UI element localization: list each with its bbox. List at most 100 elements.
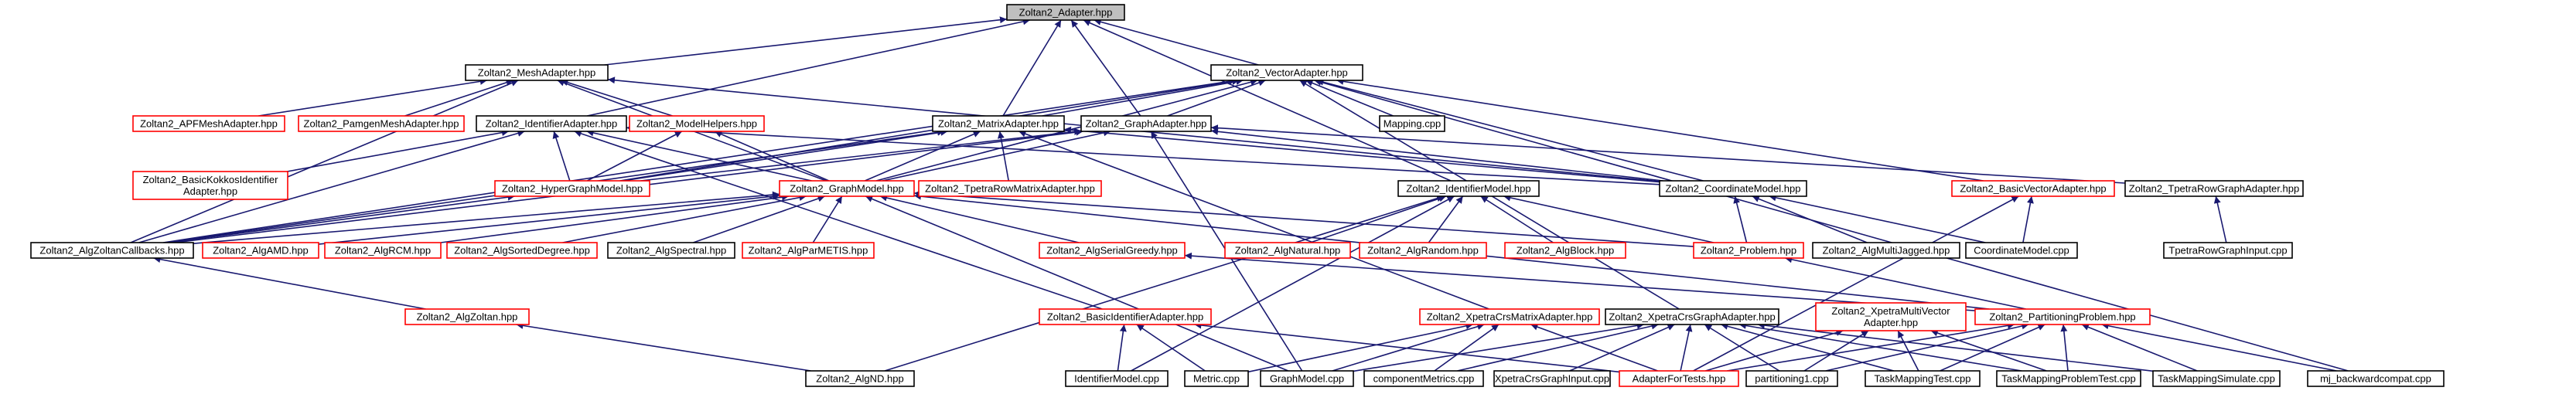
node-tpetra-row-graph-input-cpp[interactable]: TpetraRowGraphInput.cpp: [2163, 242, 2293, 259]
edge-hypergraph_model-to-graph_adapter: [640, 128, 1082, 182]
svg-text:Zoltan2_IdentifierAdapter.hpp: Zoltan2_IdentifierAdapter.hpp: [486, 118, 618, 130]
node-task-mapping-problem-test-cpp[interactable]: TaskMappingProblemTest.cpp: [1996, 370, 2141, 387]
node-metric-cpp[interactable]: Metric.cpp: [1184, 370, 1249, 387]
edge-coordinate_model_cpp-to-basic_vector_adapter: [2022, 195, 2034, 243]
edge-alg_zoltan_callbacks-to-vector_adapter: [162, 77, 1237, 243]
node-adapter[interactable]: Zoltan2_Adapter.hpp: [1006, 4, 1125, 21]
node-model-helpers[interactable]: Zoltan2_ModelHelpers.hpp: [629, 115, 765, 132]
node-alg-amd[interactable]: Zoltan2_AlgAMD.hpp: [202, 242, 319, 259]
edge-xpetra_crs_matrix_adapter-to-matrix_adapter: [1018, 130, 1489, 310]
edge-alg_spectral-to-graph_model: [693, 195, 825, 243]
node-xpetra-crs-graph-input-cpp[interactable]: XpetraCrsGraphInput.cpp: [1493, 370, 1611, 387]
node-tpetra-row-matrix-adapter[interactable]: Zoltan2_TpetraRowMatrixAdapter.hpp: [918, 180, 1102, 197]
svg-text:Zoltan2_GraphModel.hpp: Zoltan2_GraphModel.hpp: [790, 183, 903, 195]
svg-text:Zoltan2_Adapter.hpp: Zoltan2_Adapter.hpp: [1019, 7, 1113, 19]
node-alg-rcm[interactable]: Zoltan2_AlgRCM.hpp: [324, 242, 442, 259]
node-mesh-adapter[interactable]: Zoltan2_MeshAdapter.hpp: [465, 64, 609, 81]
edge-hypergraph_model-to-model_helpers: [586, 131, 683, 182]
edge-coordinate_model-to-identifier_adapter: [626, 124, 1660, 185]
svg-text:Zoltan2_TpetraRowMatrixAdapter: Zoltan2_TpetraRowMatrixAdapter.hpp: [925, 183, 1095, 195]
svg-text:Zoltan2_AlgZoltan.hpp: Zoltan2_AlgZoltan.hpp: [417, 311, 518, 323]
node-tpetra-row-graph-adapter[interactable]: Zoltan2_TpetraRowGraphAdapter.hpp: [2124, 180, 2304, 197]
node-identifier-model-cpp[interactable]: IdentifierModel.cpp: [1065, 370, 1169, 387]
node-pamgen-mesh-adapter[interactable]: Zoltan2_PamgenMeshAdapter.hpp: [298, 115, 465, 132]
edge-coordinate_model-to-graph_adapter: [1210, 127, 1663, 182]
edge-coordinate_model-to-vector_adapter: [1316, 78, 1704, 182]
edge-task_mapping_test_cpp-to-xpetra_crs_graph_adapter: [1721, 322, 1895, 372]
node-adapter-for-tests[interactable]: AdapterForTests.hpp: [1619, 370, 1739, 387]
node-graph-model-cpp[interactable]: GraphModel.cpp: [1260, 370, 1354, 387]
node-mj-backwardcompat-cpp[interactable]: mj_backwardcompat.cpp: [2307, 370, 2445, 387]
svg-text:Zoltan2_PartitioningProblem.hp: Zoltan2_PartitioningProblem.hpp: [1989, 311, 2135, 323]
node-hypergraph-model[interactable]: Zoltan2_HyperGraphModel.hpp: [494, 180, 650, 197]
edge-identifier_model_cpp-to-basic_identifier_adapter: [1117, 324, 1127, 372]
node-alg-zoltan[interactable]: Zoltan2_AlgZoltan.hpp: [404, 308, 530, 325]
svg-text:Zoltan2_MatrixAdapter.hpp: Zoltan2_MatrixAdapter.hpp: [938, 118, 1059, 130]
svg-text:Zoltan2_XpetraCrsGraphAdapter.: Zoltan2_XpetraCrsGraphAdapter.hpp: [1609, 311, 1775, 323]
node-graph-adapter[interactable]: Zoltan2_GraphAdapter.hpp: [1080, 115, 1212, 132]
svg-text:Mapping.cpp: Mapping.cpp: [1384, 118, 1441, 130]
edge-graph_model-to-identifier_adapter: [586, 129, 812, 182]
node-basic-identifier-adapter[interactable]: Zoltan2_BasicIdentifierAdapter.hpp: [1039, 308, 1212, 325]
svg-text:Zoltan2_APFMeshAdapter.hpp: Zoltan2_APFMeshAdapter.hpp: [140, 118, 278, 130]
edge-alg_parmetis-to-graph_model: [812, 195, 843, 243]
dependency-edges: [130, 16, 2349, 373]
node-task-mapping-simulate-cpp[interactable]: TaskMappingSimulate.cpp: [2152, 370, 2281, 387]
svg-text:Zoltan2_AlgSerialGreedy.hpp: Zoltan2_AlgSerialGreedy.hpp: [1046, 245, 1178, 257]
svg-text:Zoltan2_ModelHelpers.hpp: Zoltan2_ModelHelpers.hpp: [636, 118, 757, 130]
node-matrix-adapter[interactable]: Zoltan2_MatrixAdapter.hpp: [932, 115, 1065, 132]
node-coordinate-model[interactable]: Zoltan2_CoordinateModel.hpp: [1659, 180, 1807, 197]
edge-matrix_adapter-to-adapter: [1002, 19, 1062, 117]
node-alg-parmetis[interactable]: Zoltan2_AlgParMETIS.hpp: [742, 242, 875, 259]
node-problem[interactable]: Zoltan2_Problem.hpp: [1693, 242, 1804, 259]
edge-xpetra_crs_graph_input_cpp-to-xpetra_crs_graph_adapter: [1569, 324, 1675, 372]
node-alg-sorted-degree[interactable]: Zoltan2_AlgSortedDegree.hpp: [446, 242, 598, 259]
node-identifier-model[interactable]: Zoltan2_IdentifierModel.hpp: [1397, 180, 1540, 197]
edge-adapter_for_tests-to-xpetra_crs_matrix_adapter: [1530, 323, 1658, 372]
node-alg-spectral[interactable]: Zoltan2_AlgSpectral.hpp: [607, 242, 735, 259]
node-apf-mesh-adapter[interactable]: Zoltan2_APFMeshAdapter.hpp: [132, 115, 285, 132]
node-task-mapping-test-cpp[interactable]: TaskMappingTest.cpp: [1865, 370, 1981, 387]
edge-alg_natural-to-identifier_model: [1310, 195, 1447, 243]
svg-text:GraphModel.cpp: GraphModel.cpp: [1270, 373, 1344, 385]
svg-text:Metric.cpp: Metric.cpp: [1193, 373, 1240, 385]
edge-metric_cpp-to-xpetra_crs_matrix_adapter: [1247, 322, 1473, 373]
node-alg-serial-greedy[interactable]: Zoltan2_AlgSerialGreedy.hpp: [1039, 242, 1186, 259]
edge-task_mapping_problem_test_cpp-to-xpetra_multi_vector_adapter: [1930, 329, 2047, 372]
edge-alg_nd-to-alg_zoltan: [516, 321, 811, 372]
svg-text:Zoltan2_AlgNatural.hpp: Zoltan2_AlgNatural.hpp: [1235, 245, 1341, 257]
edge-task_mapping_simulate_cpp-to-partitioning_problem: [2081, 324, 2198, 372]
node-alg-nd[interactable]: Zoltan2_AlgND.hpp: [805, 370, 915, 387]
node-graph-model[interactable]: Zoltan2_GraphModel.hpp: [779, 180, 915, 197]
node-xpetra-crs-matrix-adapter[interactable]: Zoltan2_XpetraCrsMatrixAdapter.hpp: [1419, 308, 1600, 325]
edge-graph_adapter-to-vector_adapter: [1167, 79, 1266, 117]
edge-alg_zoltan_callbacks-to-mesh_adapter: [130, 80, 519, 243]
node-partitioning1-cpp[interactable]: partitioning1.cpp: [1745, 370, 1838, 387]
node-partitioning-problem[interactable]: Zoltan2_PartitioningProblem.hpp: [1974, 308, 2151, 325]
edge-graph_model-to-matrix_adapter: [864, 131, 981, 182]
node-mapping-cpp[interactable]: Mapping.cpp: [1379, 115, 1445, 132]
svg-text:Zoltan2_TpetraRowGraphAdapter.: Zoltan2_TpetraRowGraphAdapter.hpp: [2129, 183, 2299, 195]
node-alg-natural[interactable]: Zoltan2_AlgNatural.hpp: [1224, 242, 1351, 259]
node-coordinate-model-cpp[interactable]: CoordinateModel.cpp: [1965, 242, 2078, 259]
node-vector-adapter[interactable]: Zoltan2_VectorAdapter.hpp: [1210, 64, 1363, 81]
svg-text:Zoltan2_AlgSortedDegree.hpp: Zoltan2_AlgSortedDegree.hpp: [454, 245, 590, 257]
node-alg-multi-jagged[interactable]: Zoltan2_AlgMultiJagged.hpp: [1812, 242, 1960, 259]
svg-text:Zoltan2_BasicVectorAdapter.hpp: Zoltan2_BasicVectorAdapter.hpp: [1960, 183, 2106, 195]
edge-adapter_for_tests-to-xpetra_crs_graph_adapter: [1680, 324, 1693, 372]
edge-basic_identifier_adapter-to-identifier_adapter: [574, 130, 1103, 310]
svg-text:Zoltan2_XpetraCrsMatrixAdapter: Zoltan2_XpetraCrsMatrixAdapter.hpp: [1427, 311, 1593, 323]
edge-basic_kokkos_identifier_adapter-to-identifier_adapter: [287, 129, 510, 172]
node-component-metrics-cpp[interactable]: componentMetrics.cpp: [1363, 370, 1484, 387]
node-basic-vector-adapter[interactable]: Zoltan2_BasicVectorAdapter.hpp: [1951, 180, 2115, 197]
edge-task_mapping_problem_test_cpp-to-partitioning_problem: [2060, 324, 2069, 372]
node-identifier-adapter[interactable]: Zoltan2_IdentifierAdapter.hpp: [476, 115, 627, 132]
node-xpetra-crs-graph-adapter[interactable]: Zoltan2_XpetraCrsGraphAdapter.hpp: [1605, 308, 1779, 325]
svg-text:Zoltan2_AlgBlock.hpp: Zoltan2_AlgBlock.hpp: [1517, 245, 1614, 257]
node-alg-block[interactable]: Zoltan2_AlgBlock.hpp: [1504, 242, 1626, 259]
edge-pamgen_mesh_adapter-to-mesh_adapter: [404, 79, 513, 117]
node-alg-random[interactable]: Zoltan2_AlgRandom.hpp: [1359, 242, 1487, 259]
node-alg-zoltan-callbacks[interactable]: Zoltan2_AlgZoltanCallbacks.hpp: [30, 242, 194, 259]
